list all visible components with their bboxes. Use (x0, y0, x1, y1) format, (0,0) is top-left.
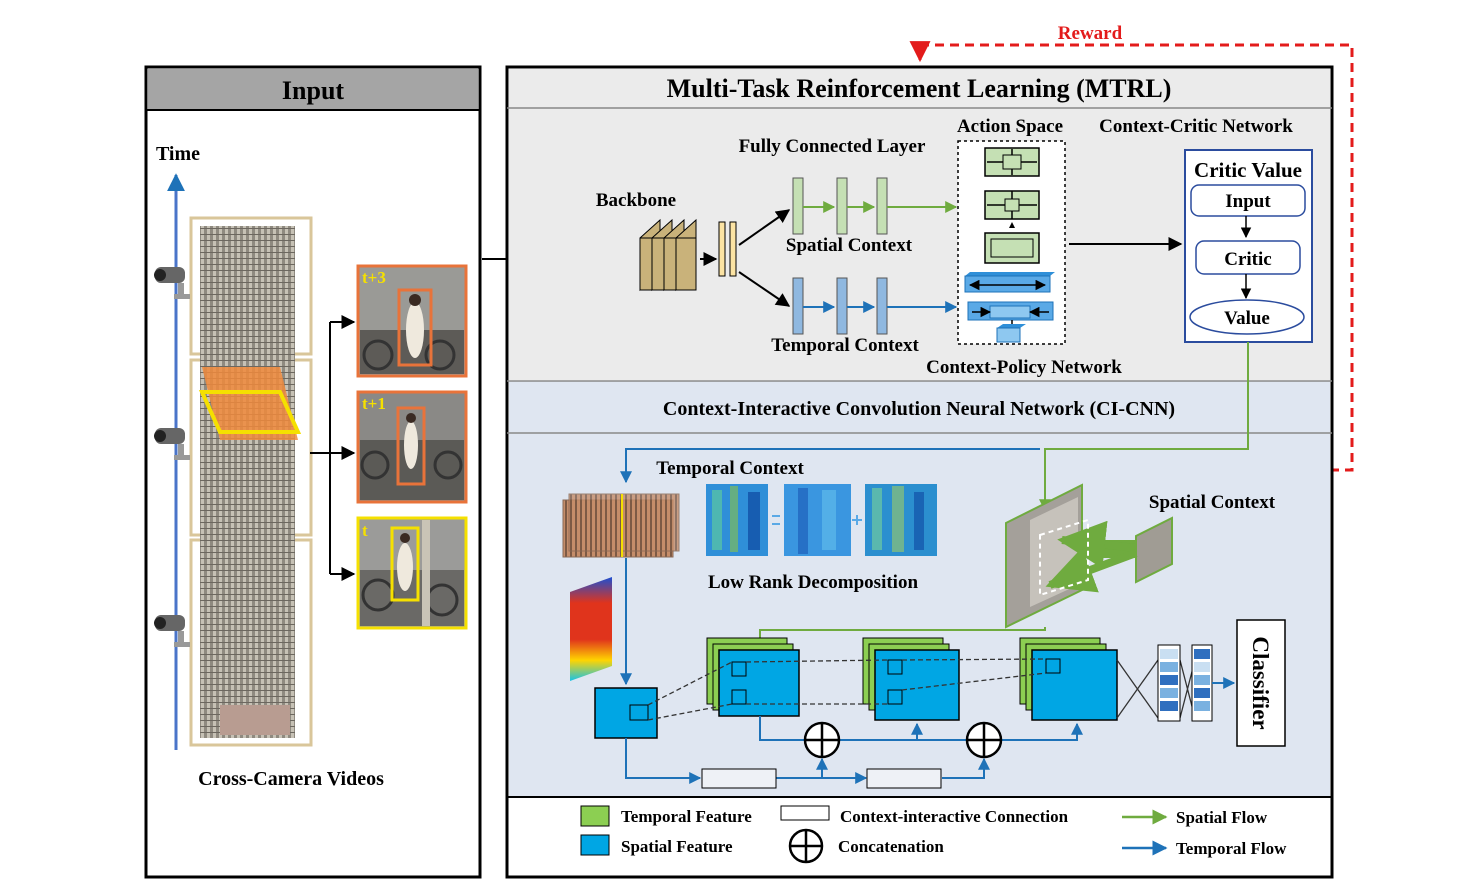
legend-connection: Context-interactive Connection (840, 807, 1069, 826)
critic-label: Critic (1224, 249, 1271, 270)
frame-t-plus-3: t+3 (356, 264, 468, 378)
classifier-fc-layers (1116, 644, 1236, 722)
legend-temporal-flow: Temporal Flow (1176, 839, 1287, 858)
temporal-context-label: Temporal Context (771, 335, 919, 356)
temporal-stop-icon (996, 320, 1026, 343)
action-space-label: Action Space (957, 116, 1063, 137)
shrink-action-icon (984, 190, 1040, 228)
spatial-fc-branch (792, 177, 958, 235)
critic-value-title: Critic Value (1194, 158, 1302, 182)
action-space-box (957, 140, 1066, 345)
critic-input-node (1190, 184, 1306, 217)
spatial-feature-block (594, 687, 658, 739)
concatenation-flows (625, 716, 1083, 784)
main-panel: Multi-Task Reinforcement Learning (MTRL)… (505, 65, 1334, 879)
concat-icon (803, 721, 841, 759)
legend-concat-icon (788, 828, 824, 864)
attention-heatmap (570, 577, 612, 681)
frame-t: t (356, 516, 468, 630)
camera-icon (154, 615, 190, 647)
camera-icon (154, 267, 190, 299)
frame-label: t+3 (362, 268, 386, 287)
expand-action-icon (984, 147, 1040, 177)
concat-icon (965, 721, 1003, 759)
frame-label: t+1 (362, 394, 386, 413)
fc-bar (718, 221, 726, 277)
input-panel: Input Time (144, 65, 482, 879)
temporal-spatial-block-1 (706, 637, 800, 717)
input-header (148, 69, 478, 109)
reward-label: Reward (1058, 23, 1123, 44)
temporal-expand-icon (964, 272, 1055, 293)
camera-icon (154, 428, 190, 460)
time-label: Time (156, 143, 200, 165)
interactive-connection-block (701, 768, 777, 789)
legend-connection-swatch (780, 805, 830, 821)
critic-to-spatial-flow (1039, 342, 1249, 512)
low-rank-matrices (706, 484, 937, 556)
legend-temporal-feature: Temporal Feature (621, 807, 752, 826)
frame-t-plus-1: t+1 (356, 390, 468, 504)
legend-spatial-feature: Spatial Feature (621, 837, 733, 856)
critic-value-node (1189, 299, 1305, 335)
legend-temporal-swatch (580, 805, 610, 827)
interactive-connection-block (866, 768, 942, 789)
fc-layer-label: Fully Connected Layer (739, 136, 926, 157)
legend: Temporal Feature Spatial Feature Context… (580, 805, 1287, 864)
backbone-label: Backbone (596, 190, 676, 211)
classifier-box (1236, 619, 1286, 747)
temporal-spatial-block-3 (1019, 637, 1118, 721)
critic-input-label: Input (1225, 191, 1271, 212)
input-title: Input (282, 76, 344, 105)
critic-value-box: Critic Value Input Critic Value (1184, 149, 1313, 343)
critic-value-label: Value (1224, 308, 1270, 329)
spatial-context-label: Spatial Context (786, 235, 913, 256)
legend-concatenation: Concatenation (838, 837, 944, 856)
spatial-crop-images (1005, 483, 1173, 629)
policy-network-label: Context-Policy Network (926, 357, 1122, 378)
mtrl-title: Multi-Task Reinforcement Learning (MTRL) (667, 74, 1172, 103)
temporal-fc-branch (792, 277, 958, 335)
cicnn-title: Context-Interactive Convolution Neural N… (663, 398, 1175, 420)
input-caption: Cross-Camera Videos (198, 768, 384, 790)
cicnn-spatial-label: Spatial Context (1149, 492, 1276, 513)
backbone-block (639, 218, 697, 292)
temporal-flow-line (620, 448, 1040, 484)
temporal-shrink-icon (967, 301, 1054, 321)
frame-branch-arrows (310, 322, 331, 574)
critic-node (1195, 240, 1301, 275)
critic-network-label: Context-Critic Network (1099, 116, 1293, 137)
frame-label: t (362, 521, 368, 540)
temporal-spatial-block-2 (862, 637, 960, 721)
interactive-dashed-links (647, 658, 1047, 721)
low-rank-label: Low Rank Decomposition (708, 572, 919, 593)
spatial-flow-line (759, 627, 1046, 642)
classifier-label: Classifier (1248, 636, 1273, 729)
cicnn-temporal-label: Temporal Context (656, 458, 804, 479)
fc-bar (729, 221, 737, 277)
temporal-clip-stack (562, 493, 680, 558)
legend-spatial-flow: Spatial Flow (1176, 808, 1268, 827)
mtrl-header (509, 69, 1330, 108)
legend-spatial-swatch (580, 834, 610, 856)
video-frame-stack (189, 216, 313, 747)
